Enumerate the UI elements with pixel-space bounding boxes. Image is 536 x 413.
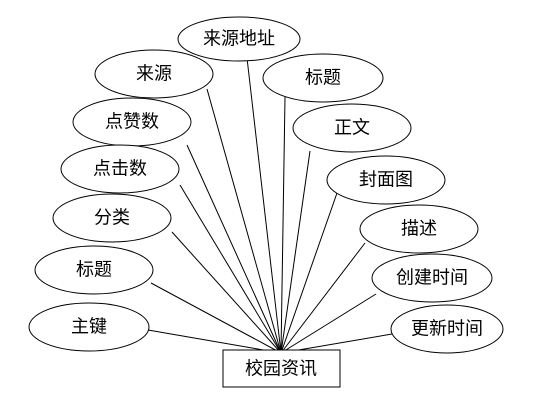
connector-source-url bbox=[246, 57, 282, 354]
connector-title-top bbox=[280, 96, 286, 354]
connector-description bbox=[280, 242, 366, 354]
attribute-created-time: 创建时间 bbox=[371, 253, 493, 303]
attribute-source: 来源 bbox=[94, 49, 214, 99]
connector-cover-image bbox=[280, 192, 338, 354]
attribute-label: 更新时间 bbox=[411, 319, 483, 340]
attribute-label: 来源 bbox=[136, 64, 172, 85]
connector-clicks bbox=[179, 184, 282, 354]
attribute-title: 标题 bbox=[34, 245, 154, 295]
entity-box: 校园资讯 bbox=[222, 349, 341, 388]
attribute-label: 来源地址 bbox=[203, 29, 275, 50]
connector-category bbox=[171, 231, 282, 354]
attribute-label: 主键 bbox=[71, 317, 107, 338]
attribute-label: 标题 bbox=[305, 68, 341, 89]
connector-source bbox=[206, 88, 282, 354]
attribute-label: 描述 bbox=[401, 219, 437, 240]
attribute-label: 正文 bbox=[334, 118, 370, 139]
attribute-label: 创建时间 bbox=[396, 268, 468, 289]
attribute-description: 描述 bbox=[359, 204, 479, 254]
attribute-body-text: 正文 bbox=[292, 103, 412, 153]
connector-body-text bbox=[280, 150, 311, 354]
entity-label: 校园资讯 bbox=[245, 359, 317, 380]
attribute-label: 标题 bbox=[76, 260, 112, 281]
attribute-category: 分类 bbox=[52, 193, 172, 243]
attribute-title-top: 标题 bbox=[262, 53, 384, 103]
attribute-label: 分类 bbox=[94, 208, 130, 229]
attribute-label: 点击数 bbox=[93, 159, 147, 180]
attribute-label: 点赞数 bbox=[105, 112, 159, 133]
connector-lines bbox=[147, 57, 399, 354]
attribute-clicks: 点击数 bbox=[60, 144, 180, 194]
connector-likes bbox=[186, 144, 282, 354]
attribute-updated-time: 更新时间 bbox=[390, 304, 504, 354]
connector-title bbox=[150, 282, 282, 354]
attribute-likes: 点赞数 bbox=[72, 97, 192, 147]
attribute-source-url: 来源地址 bbox=[177, 16, 301, 62]
connector-primary-key bbox=[147, 329, 282, 354]
attribute-cover-image: 封面图 bbox=[326, 155, 446, 205]
connector-created-time bbox=[280, 293, 377, 354]
attribute-label: 封面图 bbox=[359, 170, 413, 191]
attribute-primary-key: 主键 bbox=[28, 302, 150, 352]
